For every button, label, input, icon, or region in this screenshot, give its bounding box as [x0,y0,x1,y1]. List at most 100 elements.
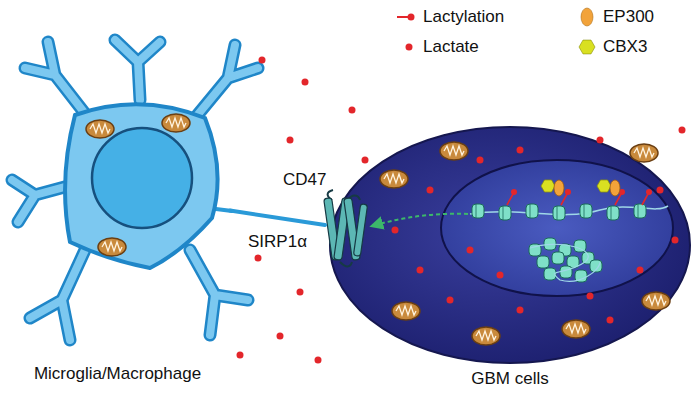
lactate-dots [607,317,614,324]
mitochondrion [162,114,190,132]
lactate-dots [637,267,644,274]
lactate-dots [597,137,604,144]
chromatin [503,206,504,220]
legend-entry: Lactate [393,36,479,58]
chromatin [476,204,477,218]
microglia-processes [12,40,258,340]
lactate-dots [255,255,262,262]
microglia-processes [25,42,90,120]
mitochondria [380,142,670,345]
mitochondrion [98,238,126,256]
gbm-cell-body [330,127,690,363]
legend-text: Lactate [423,37,479,57]
lactate-dots [672,237,679,244]
legend-entry: EP300 [573,6,654,28]
mitochondria [562,320,590,338]
gbm-cell: GBM cells [325,125,695,395]
chromatin [530,244,600,281]
chromatin [541,180,555,192]
lactate-dots [362,157,369,164]
lactate-dots [237,352,244,359]
chromatin [499,206,511,220]
binding-line [230,211,325,225]
legend-swatch [573,36,597,58]
chromatin [638,204,639,218]
lactate-dots [287,137,294,144]
chromatin [511,189,517,195]
microglia-processes [30,250,85,340]
chromatin [561,194,567,205]
microglia-cell: Microglia/Macrophage [5,45,230,390]
lactate-dots [237,57,686,364]
lactate-dots [392,227,399,234]
mitochondria [642,292,670,310]
cd47-receptor [353,204,367,256]
microglia-processes [12,40,258,340]
lactate-dots [427,187,434,194]
microglia-processes [30,250,85,340]
chromatin [554,180,564,196]
lactate-dots [417,267,424,274]
microglia-nucleus [92,128,192,228]
lactate-dots [315,357,322,364]
legend-text: Lactylation [423,7,504,27]
legend-swatch [406,44,413,51]
chromatin [472,204,484,218]
chromatin [530,204,531,218]
lactate-dots [349,107,356,114]
microglia-processes [12,180,72,222]
chromatin [507,194,513,205]
lactate-dots [277,333,284,340]
legend-swatch [573,6,597,28]
cell-label: Microglia/Macrophage [34,364,201,384]
microglia-body [65,104,218,268]
chromatin [557,206,558,220]
lactate-dots [259,57,266,64]
lactate-dots [297,289,304,296]
microglia-processes [195,45,258,118]
legend-swatch [579,40,595,54]
chromatin [526,204,538,218]
microglia-processes [190,250,248,335]
chromatin [537,256,549,268]
chromatin [607,206,619,220]
mitochondria [440,142,468,160]
lactate-dots [657,187,664,194]
legend-swatch [393,6,417,28]
legend-swatch [581,8,593,26]
microglia-processes [25,42,90,120]
chromatin [610,180,620,196]
receptor-label: CD47 [283,170,326,190]
microglia-processes [12,180,72,222]
lactate-dots [497,272,504,279]
lactate-dots [679,127,686,134]
legend-entry: CBX3 [573,36,647,58]
lactate-dots [477,157,484,164]
legend-text: EP300 [603,7,654,27]
chromatin [565,189,571,195]
legend-entry: Lactylation [393,6,504,28]
gbm-nucleus [441,160,673,296]
microglia-processes [190,250,248,335]
mitochondria [392,302,420,320]
mitochondrion [86,120,114,138]
microglia-processes [115,40,160,100]
lactate-dots [447,297,454,304]
cell-label: GBM cells [471,369,548,389]
chromatin [560,266,572,278]
lactate-dots [467,247,474,254]
chromatin [584,204,585,218]
chromatin [634,204,646,218]
chromatin [611,206,612,220]
chromatin [470,180,668,282]
mitochondria [380,170,408,188]
chromatin [552,252,564,264]
microglia-processes [12,40,258,340]
chromatin [646,189,652,195]
chromatin [580,204,592,218]
legend-text: CBX3 [603,37,647,57]
expression-arrow [372,214,468,226]
